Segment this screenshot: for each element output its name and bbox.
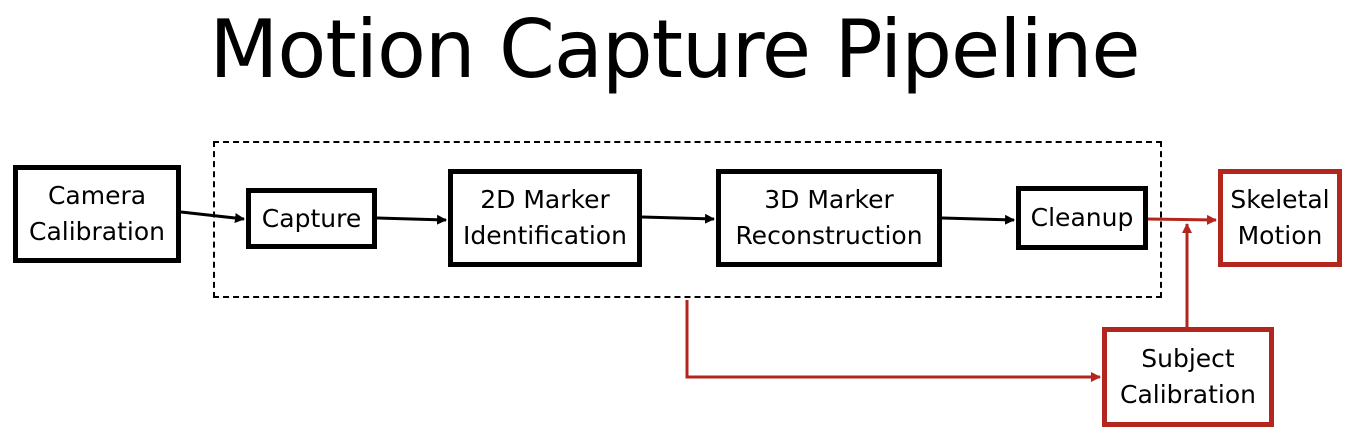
skeletal-motion-label: Skeletal Motion	[1230, 185, 1330, 250]
arrow-cleanup-to-skeletal	[1147, 214, 1217, 225]
capture-node: Capture	[246, 188, 377, 249]
subject-calibration-label: Subject Calibration	[1119, 344, 1257, 409]
subject-calibration-node: Subject Calibration	[1102, 327, 1274, 427]
cleanup-label: Cleanup	[1030, 203, 1134, 232]
capture-label: Capture	[261, 203, 362, 233]
arrow-camera-to-capture	[180, 210, 245, 223]
2d-marker-identification-label: 2D Marker Identification	[463, 185, 627, 250]
arrow-capture-to-2d-marker	[376, 214, 447, 225]
arrow-3d-marker-to-cleanup	[941, 214, 1015, 225]
capture-pipeline-group	[213, 141, 1162, 298]
2d-marker-identification-node: 2D Marker Identification	[448, 169, 642, 267]
3d-marker-reconstruction-node: 3D Marker Reconstruction	[716, 169, 942, 267]
camera-calibration-label: Camera Calibration	[28, 181, 166, 246]
arrow-2d-to-3d-marker	[641, 213, 715, 224]
diagram-title: Motion Capture Pipeline	[209, 3, 1140, 96]
3d-marker-reconstruction-label: 3D Marker Reconstruction	[735, 185, 923, 250]
camera-calibration-node: Camera Calibration	[13, 165, 181, 263]
skeletal-motion-node: Skeletal Motion	[1218, 169, 1342, 267]
cleanup-node: Cleanup	[1016, 186, 1148, 250]
arrow-pipeline-to-subject-calibration	[685, 300, 1101, 382]
